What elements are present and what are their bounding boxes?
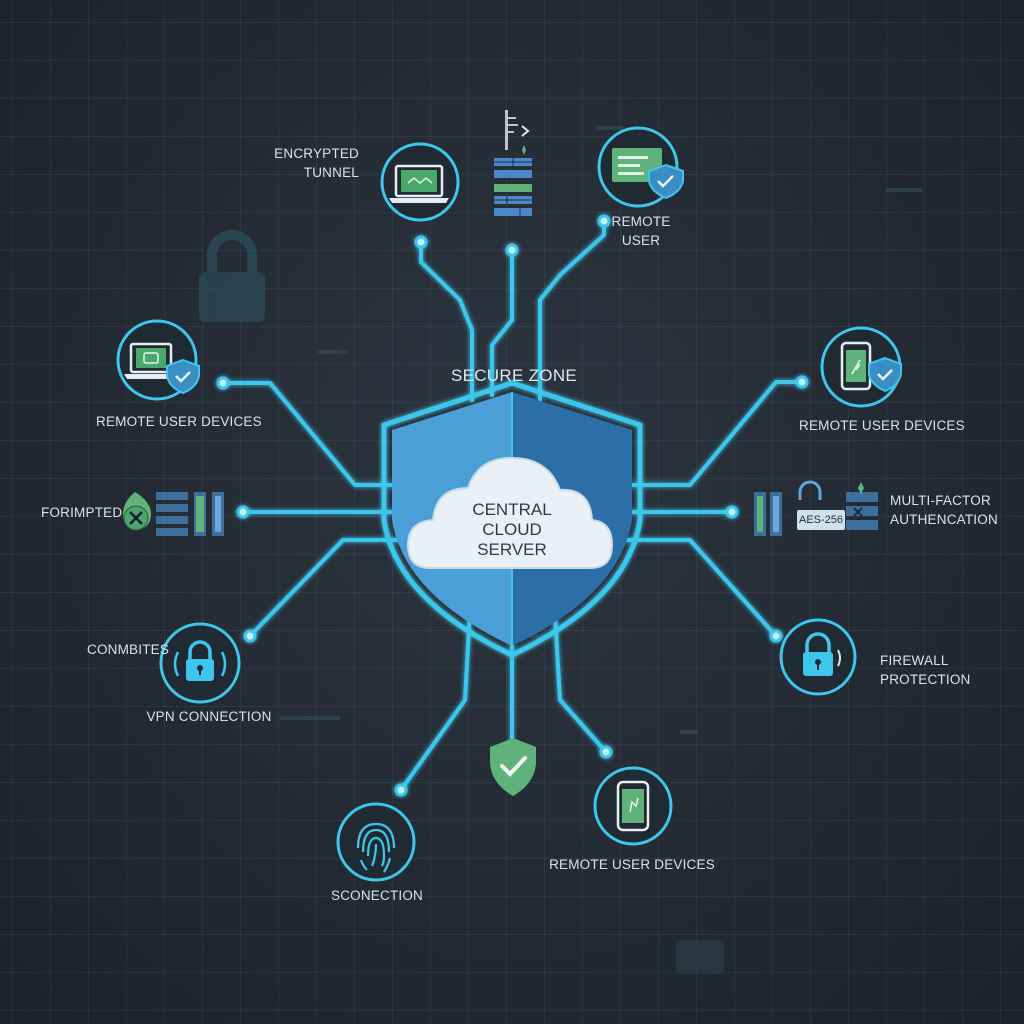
mfa-label: MULTI-FACTOR AUTHENCATION — [890, 491, 998, 529]
check-shield-icon — [490, 738, 536, 796]
formipted-label: FORIMPTED — [41, 505, 123, 520]
laptop-shield-icon — [116, 319, 200, 401]
secure-zone-label: SECURE ZONE — [450, 366, 578, 385]
remote-user-devices-left-label: REMOTE USER DEVICES — [96, 414, 262, 429]
remote-user-label: REMOTE USER — [612, 212, 671, 250]
connection-endpoints — [216, 214, 809, 797]
mfa-line-1: MULTI-FACTOR — [890, 493, 991, 508]
server-stack-icon — [494, 110, 532, 216]
remote-user-icon — [597, 126, 684, 208]
remote-user-devices-right-label: REMOTE USER DEVICES — [799, 418, 965, 433]
background-dashes — [280, 126, 922, 974]
connection-lines — [221, 219, 804, 792]
remote-user-line-2: USER — [621, 233, 661, 248]
encrypted-tunnel-label: ENCRYPTED TUNNEL — [274, 144, 359, 182]
firewall-line-1: FIREWALL — [880, 653, 949, 668]
laptop-icon — [380, 142, 460, 222]
mfa-line-2: AUTHENCATION — [890, 512, 998, 527]
mfa-icon — [754, 480, 878, 536]
encrypted-tunnel-line-2: TUNNEL — [303, 165, 359, 180]
central-cloud-server-label: CENTRAL CLOUD SERVER — [427, 500, 597, 560]
phone-shield-icon — [820, 326, 902, 408]
central-line-1: CENTRAL — [472, 500, 552, 519]
firewall-icon — [123, 492, 224, 536]
remote-user-devices-bottom-label: REMOTE USER DEVICES — [549, 857, 715, 872]
sconection-label: SCONECTION — [330, 888, 424, 903]
mobile-device-icon — [593, 766, 673, 846]
conmbites-label: CONMBITES — [87, 642, 170, 657]
firewall-line-2: PROTECTION — [880, 672, 971, 687]
remote-user-line-1: REMOTE — [611, 214, 671, 229]
central-line-3: SERVER — [477, 540, 547, 559]
vpn-connection-label: VPN CONNECTION — [146, 709, 272, 724]
cloud-icon — [406, 456, 614, 569]
aes-badge: AES-256 — [797, 510, 845, 530]
encrypted-tunnel-line-1: ENCRYPTED — [274, 146, 359, 161]
background-padlock-icon — [199, 230, 265, 322]
firewall-protection-label: FIREWALL PROTECTION — [880, 651, 971, 689]
fingerprint-icon — [336, 802, 416, 882]
central-line-2: CLOUD — [482, 520, 542, 539]
vpn-lock-icon — [159, 622, 241, 704]
firewall-lock-icon — [779, 618, 857, 696]
